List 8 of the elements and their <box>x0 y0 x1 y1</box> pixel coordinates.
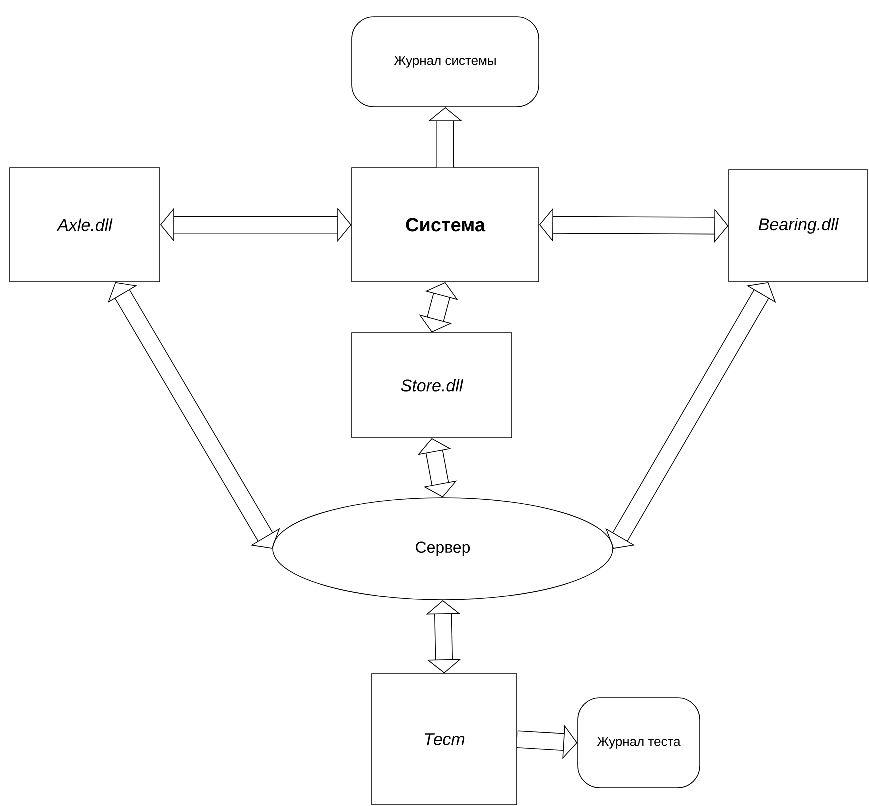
module-box: Система <box>352 168 540 282</box>
module-box: Bearing.dll <box>728 170 868 282</box>
block-arrow <box>108 282 280 549</box>
terminal-box: Журнал системы <box>352 16 540 108</box>
module-box: Тест <box>372 674 518 806</box>
terminal-box: Журнал теста <box>578 698 700 788</box>
module-box: Axle.dll <box>10 168 160 282</box>
module-box: Store.dll <box>352 332 512 438</box>
